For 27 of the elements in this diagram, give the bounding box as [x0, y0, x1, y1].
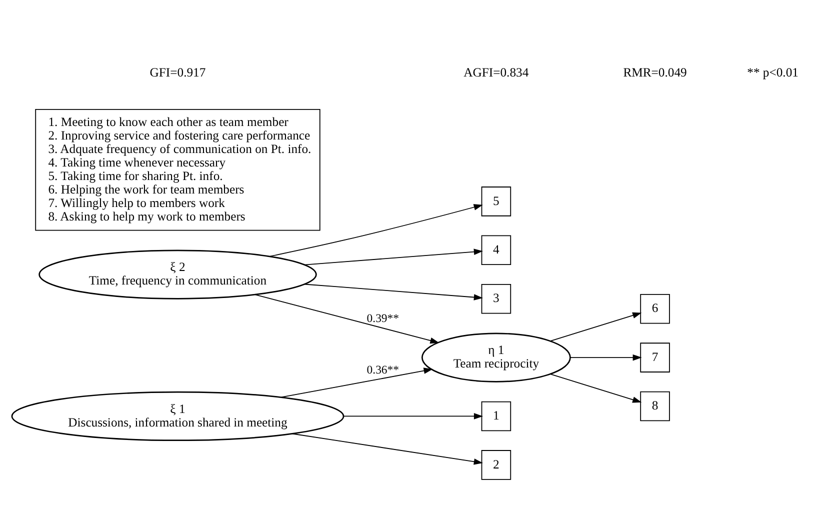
node-box: 2 [481, 450, 512, 480]
node-box: 8 [640, 390, 670, 421]
node-box: 4 [481, 234, 512, 265]
arrow [304, 283, 483, 300]
node-box: 1 [481, 400, 512, 431]
node-box: 5 [481, 186, 512, 216]
node-box: 1. Meeting to know each other as team member 2. Inproving service and fostering care performance 3. Adquate frequency of communication on Pt. info. 4. Taking time whenever necessary 5. Taking time for sharing Pt. info. 6. Helping the work for team members 7. Willingly help to members work 8. Asking to help my work to members [35, 108, 320, 230]
arrow [570, 354, 642, 360]
arrow [270, 204, 483, 256]
label: AGFI=0.834 [464, 65, 529, 80]
arrow [550, 373, 642, 402]
edge-label: 0.39** [366, 311, 400, 324]
node-box: 6 [640, 293, 670, 324]
node-ellipse: ξ 2 Time, frequency in communication [38, 249, 317, 299]
arrow [292, 432, 483, 464]
arrow [343, 412, 483, 419]
node-ellipse: ξ 1 Discussions, information shared in meeting [11, 390, 344, 441]
edge-label: 0.36** [366, 362, 400, 376]
arrow [254, 294, 440, 344]
arrow [304, 248, 483, 265]
label: ** p<0.01 [747, 65, 798, 80]
label: RMR=0.049 [623, 65, 687, 80]
node-box: 7 [640, 342, 670, 372]
arrow [550, 312, 642, 341]
node-box: 3 [481, 284, 512, 314]
label: GFI=0.917 [150, 65, 206, 80]
arrow [281, 367, 433, 398]
